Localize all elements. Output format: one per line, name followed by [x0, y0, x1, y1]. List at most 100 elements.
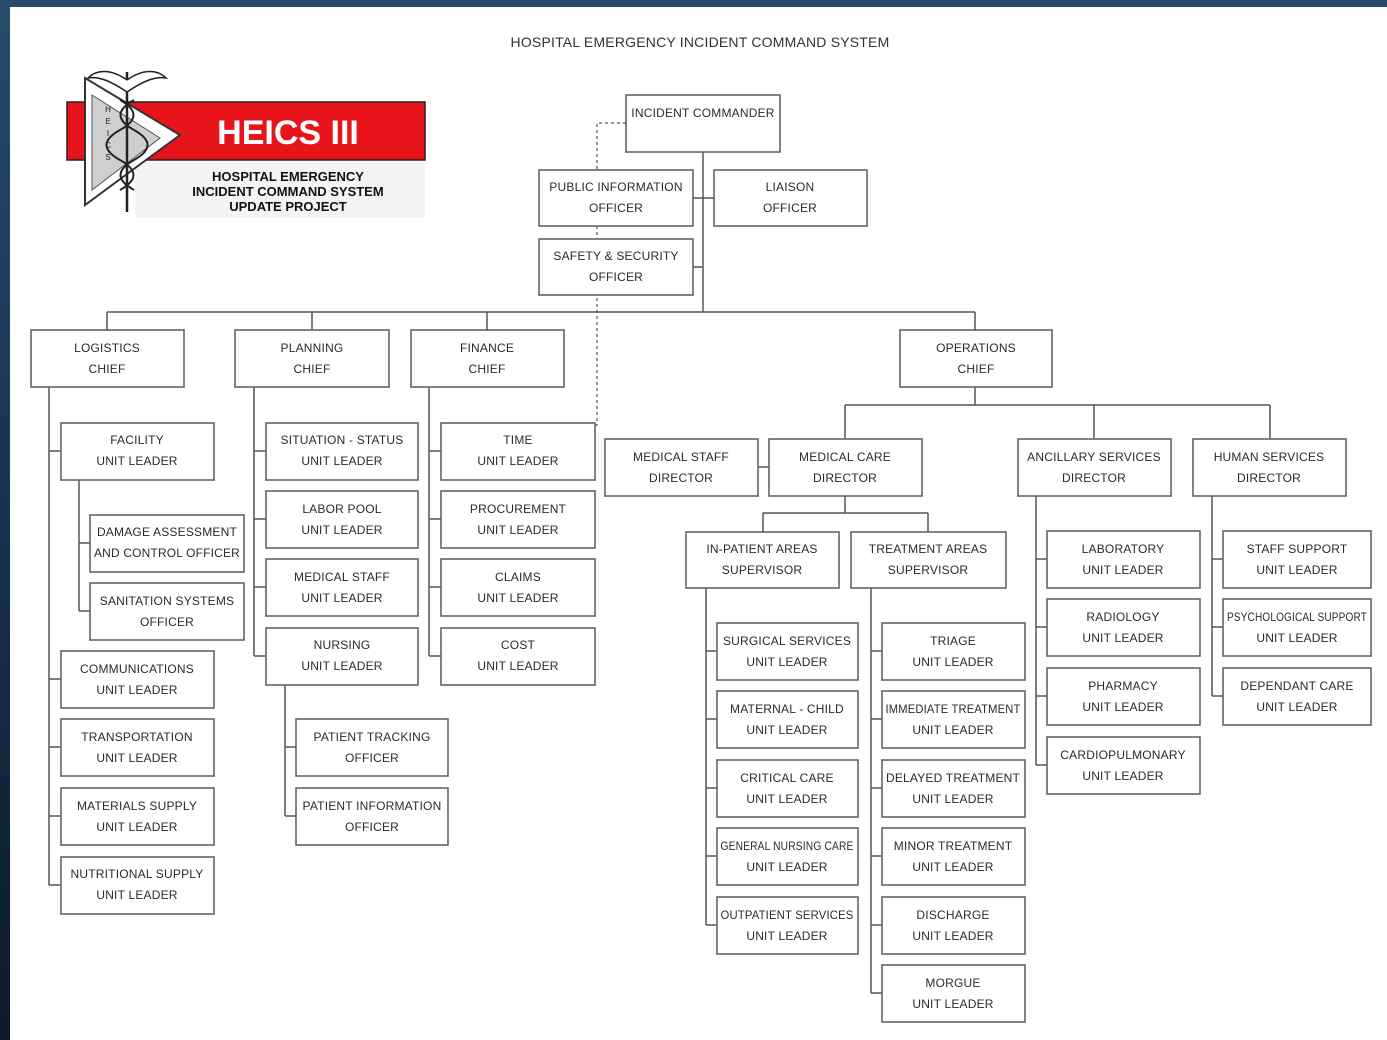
box-line: LABOR POOL [302, 502, 381, 516]
box-line: MORGUE [925, 976, 980, 990]
box-line: PATIENT INFORMATION [303, 799, 442, 813]
box-line: SUPERVISOR [888, 563, 969, 577]
box-line: DIRECTOR [813, 471, 877, 485]
box-in-patient-areas-supervisor: IN-PATIENT AREAS SUPERVISOR [685, 531, 840, 589]
box-line: IMMEDIATE TREATMENT [886, 702, 1021, 716]
box-line: CLAIMS [495, 570, 541, 584]
box-line: OFFICER [589, 270, 643, 284]
box-line: LIAISON [766, 180, 815, 194]
box-line: UNIT LEADER [96, 683, 177, 697]
box-line: CHIEF [89, 362, 126, 376]
box-line: UNIT LEADER [1082, 563, 1163, 577]
box-line: UNIT LEADER [746, 860, 827, 874]
box-line: UNIT LEADER [96, 454, 177, 468]
box-facility-unit-leader: FACILITY UNIT LEADER [60, 422, 215, 481]
box-line: PATIENT TRACKING [314, 730, 431, 744]
box-line: TREATMENT AREAS [869, 542, 988, 556]
logo-subtitle-panel [135, 163, 425, 218]
box-line: PHARMACY [1088, 679, 1158, 693]
box-line: PLANNING [281, 341, 344, 355]
box-line: UNIT LEADER [912, 655, 993, 669]
box-safety-security-officer: SAFETY & SECURITY OFFICER [538, 238, 694, 296]
box-line: DIRECTOR [1062, 471, 1126, 485]
box-maternal-child-unit-leader: MATERNAL - CHILD UNIT LEADER [716, 690, 859, 749]
box-line: STAFF SUPPORT [1247, 542, 1348, 556]
box-human-services-director: HUMAN SERVICES DIRECTOR [1192, 438, 1347, 497]
org-boxes: INCIDENT COMMANDER PUBLIC INFORMATION OFF… [30, 94, 1372, 1023]
box-treatment-areas-supervisor: TREATMENT AREAS SUPERVISOR [850, 531, 1007, 589]
box-line: MATERIALS SUPPLY [77, 799, 197, 813]
box-line: UNIT LEADER [1082, 631, 1163, 645]
box-nursing-unit-leader: NURSING UNIT LEADER [265, 627, 419, 686]
box-line: UNIT LEADER [1256, 563, 1337, 577]
box-line: MEDICAL STAFF [294, 570, 390, 584]
box-line: UNIT LEADER [301, 659, 382, 673]
box-line: DIRECTOR [649, 471, 713, 485]
box-line: SANITATION SYSTEMS [100, 594, 235, 608]
logo-name: HEICS III [217, 114, 359, 152]
box-sanitation-systems-officer: SANITATION SYSTEMS OFFICER [89, 582, 245, 641]
box-line: IN-PATIENT AREAS [706, 542, 817, 556]
box-ancillary-services-director: ANCILLARY SERVICES DIRECTOR [1017, 438, 1172, 497]
chart-title: HOSPITAL EMERGENCY INCIDENT COMMAND SYST… [511, 34, 890, 50]
box-laboratory-unit-leader: LABORATORY UNIT LEADER [1046, 530, 1201, 589]
box-line: SURGICAL SERVICES [723, 634, 851, 648]
box-line: PSYCHOLOGICAL SUPPORT [1227, 610, 1367, 624]
box-line: MATERNAL - CHILD [730, 702, 844, 716]
box-line: SAFETY & SECURITY [553, 249, 678, 263]
box-line: SUPERVISOR [722, 563, 803, 577]
box-line: FINANCE [460, 341, 514, 355]
box-line: OFFICER [345, 820, 399, 834]
box-line: UNIT LEADER [477, 659, 558, 673]
box-line: UNIT LEADER [746, 655, 827, 669]
box-line: CARDIOPULMONARY [1060, 748, 1185, 762]
box-line: INCIDENT COMMANDER [631, 106, 775, 120]
box-line: DEPENDANT CARE [1240, 679, 1353, 693]
box-line: COST [501, 638, 536, 652]
box-line: UNIT LEADER [477, 523, 558, 537]
box-line: OFFICER [589, 201, 643, 215]
box-line: UNIT LEADER [301, 591, 382, 605]
box-line: OFFICER [140, 615, 194, 629]
box-line: TRIAGE [930, 634, 976, 648]
box-line: UNIT LEADER [477, 454, 558, 468]
box-line: UNIT LEADER [96, 888, 177, 902]
box-line: CHIEF [469, 362, 506, 376]
box-triage-unit-leader: TRIAGE UNIT LEADER [881, 622, 1026, 681]
box-line: FACILITY [110, 433, 164, 447]
box-line: NURSING [314, 638, 371, 652]
box-line: UNIT LEADER [912, 723, 993, 737]
box-line: TRANSPORTATION [81, 730, 192, 744]
box-line: COMMUNICATIONS [80, 662, 194, 676]
box-line: ANCILLARY SERVICES [1027, 450, 1161, 464]
box-line: MEDICAL CARE [799, 450, 891, 464]
box-line: UNIT LEADER [1256, 700, 1337, 714]
box-line: UNIT LEADER [1082, 769, 1163, 783]
box-line: LOGISTICS [74, 341, 140, 355]
box-patient-information-officer: PATIENT INFORMATION OFFICER [295, 787, 449, 846]
box-line: DAMAGE ASSESSMENT [97, 525, 238, 539]
box-line: PUBLIC INFORMATION [549, 180, 682, 194]
box-line: CHIEF [958, 362, 995, 376]
box-logistics-chief: LOGISTICS CHIEF [30, 329, 185, 388]
box-line: DIRECTOR [1237, 471, 1301, 485]
box-line: UNIT LEADER [746, 723, 827, 737]
box-line: SITUATION - STATUS [281, 433, 404, 447]
box-line: DISCHARGE [916, 908, 989, 922]
box-line: HUMAN SERVICES [1214, 450, 1325, 464]
box-line: LABORATORY [1082, 542, 1165, 556]
box-cardiopulmonary-unit-leader: CARDIOPULMONARY UNIT LEADER [1046, 736, 1201, 795]
